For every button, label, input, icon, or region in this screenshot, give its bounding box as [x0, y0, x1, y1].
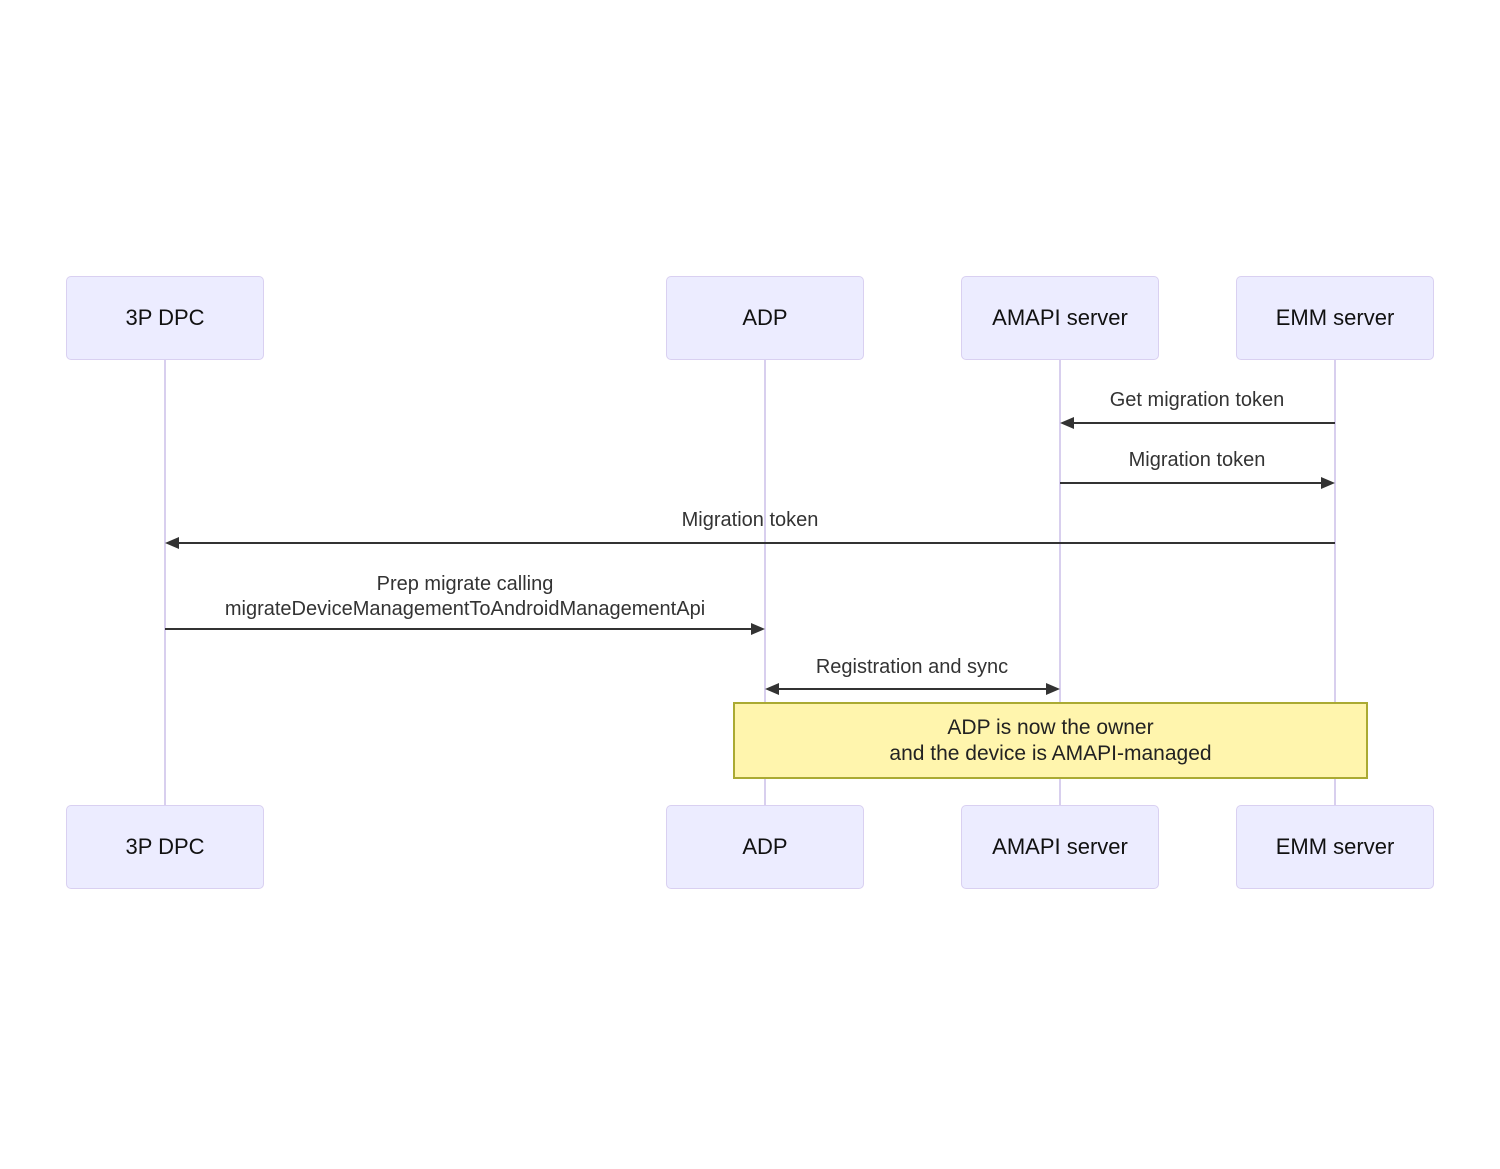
- actor-label: AMAPI server: [992, 305, 1128, 330]
- note-line1: ADP is now the owner: [947, 715, 1154, 739]
- actor-label: 3P DPC: [125, 834, 205, 859]
- message-label-migration-token: Migration token: [1128, 449, 1266, 471]
- note-line2: and the device is AMAPI-managed: [889, 741, 1212, 765]
- actor-box-adp-bottom: ADP: [666, 805, 864, 889]
- message-label-line2: migrateDeviceManagementToAndroidManageme…: [224, 598, 706, 620]
- actor-box-amapi-server-top: AMAPI server: [961, 276, 1159, 360]
- actor-label: ADP: [742, 305, 788, 330]
- lifeline-adp: [764, 360, 766, 806]
- note-adp-owner: ADP is now the owner and the device is A…: [733, 702, 1368, 779]
- actor-label: EMM server: [1275, 834, 1395, 859]
- actor-box-emm-server-top: EMM server: [1236, 276, 1434, 360]
- arrowhead-right-icon: [1046, 683, 1060, 695]
- actor-label: ADP: [742, 834, 788, 859]
- arrowhead-left-icon: [1060, 417, 1074, 429]
- actor-box-amapi-server-bottom: AMAPI server: [961, 805, 1159, 889]
- signal-line: [1072, 422, 1335, 424]
- actor-label: EMM server: [1275, 305, 1395, 330]
- arrowhead-right-icon: [751, 623, 765, 635]
- signal-line: [777, 688, 1048, 690]
- message-label-line1: Prep migrate calling: [376, 573, 554, 595]
- actor-box-emm-server-bottom: EMM server: [1236, 805, 1434, 889]
- lifeline-3p-dpc: [164, 360, 166, 806]
- arrowhead-right-icon: [1321, 477, 1335, 489]
- lifeline-emm-server: [1334, 360, 1336, 806]
- lifeline-amapi-server: [1059, 360, 1061, 806]
- actor-label: AMAPI server: [992, 834, 1128, 859]
- signal-line: [1060, 482, 1323, 484]
- message-label-migration-token-to-dpc: Migration token: [681, 509, 819, 531]
- actor-box-adp-top: ADP: [666, 276, 864, 360]
- signal-line: [165, 628, 753, 630]
- message-label-registration-and-sync: Registration and sync: [815, 656, 1009, 678]
- actor-box-3p-dpc-top: 3P DPC: [66, 276, 264, 360]
- message-label-get-migration-token: Get migration token: [1109, 389, 1285, 411]
- actor-label: 3P DPC: [125, 305, 205, 330]
- arrowhead-left-icon: [165, 537, 179, 549]
- message-label-prep-migrate: Prep migrate calling migrateDeviceManage…: [225, 572, 705, 622]
- actor-box-3p-dpc-bottom: 3P DPC: [66, 805, 264, 889]
- signal-line: [177, 542, 1335, 544]
- arrowhead-left-icon: [765, 683, 779, 695]
